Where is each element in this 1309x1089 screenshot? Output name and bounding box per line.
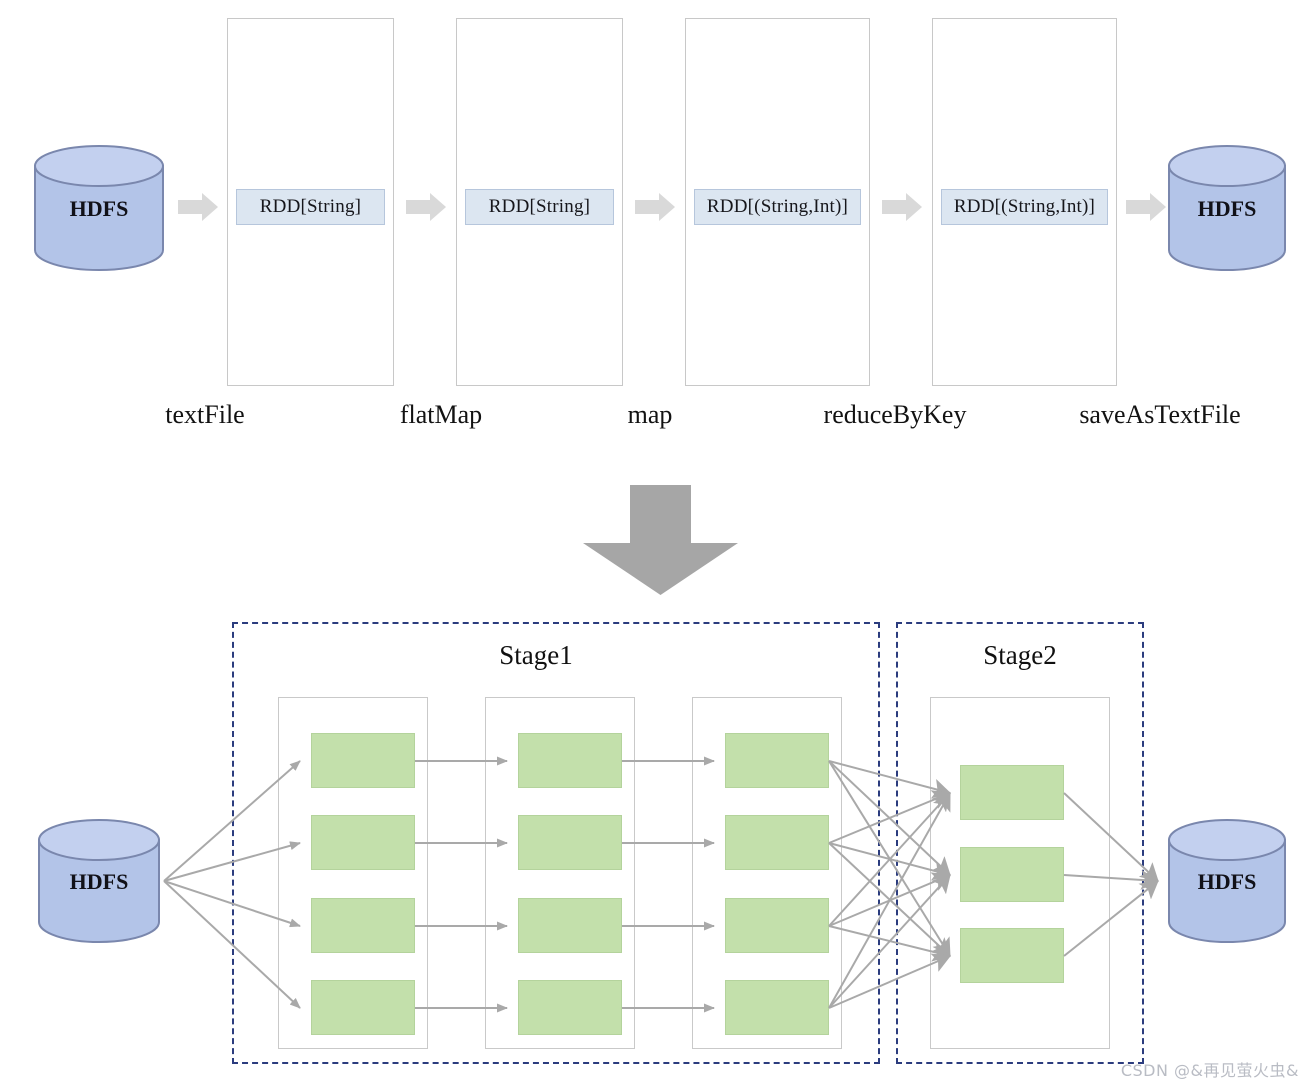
task-box-s1c0r3: [311, 980, 415, 1035]
task-box-s1c0r0: [311, 733, 415, 788]
task-box-s1c2r3: [725, 980, 829, 1035]
rdd-chip-1: RDD[String]: [465, 189, 614, 225]
cylinder-shape: [1168, 819, 1286, 943]
cylinder-shape: [1168, 145, 1286, 271]
operation-label-reducebykey: reduceByKey: [823, 400, 967, 429]
rdd-chip-3: RDD[(String,Int)]: [941, 189, 1108, 225]
flow-arrow-icon-4: [1126, 192, 1166, 222]
operation-label-textfile: textFile: [165, 400, 245, 429]
task-box-s2c0r1: [960, 847, 1064, 902]
hdfs-source-cylinder-top: HDFS: [32, 144, 166, 272]
task-box-s1c0r2: [311, 898, 415, 953]
operation-label-map: map: [627, 400, 673, 429]
task-box-s1c2r1: [725, 815, 829, 870]
task-box-s1c1r0: [518, 733, 622, 788]
stage-title-2: Stage2: [983, 640, 1057, 670]
rdd-stage-column-3: RDD[(String,Int)]: [932, 18, 1117, 386]
task-box-s2c0r0: [960, 765, 1064, 820]
task-box-s1c1r1: [518, 815, 622, 870]
task-box-s1c2r0: [725, 733, 829, 788]
stage-container-2: [896, 622, 1144, 1064]
execution-connectors: [163, 756, 1159, 1013]
rdd-stage-column-0: RDD[String]: [227, 18, 394, 386]
task-box-s1c0r1: [311, 815, 415, 870]
operation-label-flatmap: flatMap: [399, 400, 483, 429]
cylinder-shape: [38, 819, 160, 943]
flow-arrow-icon-1: [406, 192, 446, 222]
cylinder-shape: [34, 145, 164, 271]
stage1-column-frame-0: [278, 697, 428, 1049]
task-box-s1c1r3: [518, 980, 622, 1035]
down-arrow-icon: [578, 485, 743, 595]
task-box-s2c0r2: [960, 928, 1064, 983]
rdd-chip-2: RDD[(String,Int)]: [694, 189, 861, 225]
csdn-watermark: CSDN @&再见萤火虫&: [1120, 1061, 1299, 1080]
rdd-stage-column-1: RDD[String]: [456, 18, 623, 386]
task-box-s1c1r2: [518, 898, 622, 953]
stage1-column-frame-2: [692, 697, 842, 1049]
flow-arrow-icon-2: [635, 192, 675, 222]
stage1-column-frame-1: [485, 697, 635, 1049]
stage-title-1: Stage1: [499, 640, 573, 670]
hdfs-sink-cylinder-top: HDFS: [1166, 144, 1288, 272]
operation-label-saveastextfile: saveAsTextFile: [1079, 400, 1241, 429]
flow-arrow-icon-3: [882, 192, 922, 222]
flow-arrow-icon-0: [178, 192, 218, 222]
rdd-chip-0: RDD[String]: [236, 189, 385, 225]
task-box-s1c2r2: [725, 898, 829, 953]
rdd-stage-column-2: RDD[(String,Int)]: [685, 18, 870, 386]
